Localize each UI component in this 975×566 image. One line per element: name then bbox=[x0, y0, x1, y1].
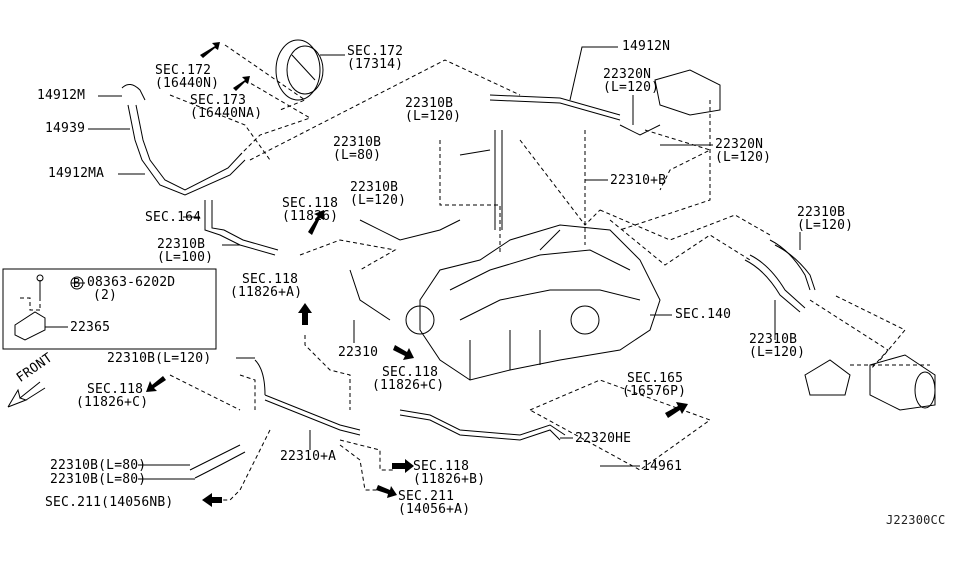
label-sec118-11826c-left[interactable]: SEC.118(11826+C) bbox=[76, 382, 149, 410]
control-valve bbox=[804, 354, 936, 411]
label-22320n-right[interactable]: 22320N(L=120) bbox=[715, 137, 772, 165]
arrow-sec165 bbox=[665, 402, 688, 418]
label-sec118-11826b[interactable]: SEC.118(11826+B) bbox=[413, 459, 486, 487]
sensor-22365 bbox=[14, 274, 46, 341]
label-22310b-100[interactable]: 22310B(L=100) bbox=[157, 237, 214, 265]
arrow-sec118-11826c-left bbox=[146, 376, 166, 392]
label-sec211-14056nb[interactable]: SEC.211(14056NB) bbox=[45, 495, 174, 510]
intake-manifold bbox=[405, 224, 661, 381]
label-sec118-11826a[interactable]: SEC.118(11826+A) bbox=[230, 272, 303, 300]
label-14912m[interactable]: 14912M bbox=[37, 88, 86, 103]
label-22320n-top[interactable]: 22320N(L=120) bbox=[603, 67, 660, 95]
arrow-sec172 bbox=[200, 42, 220, 58]
label-22310b-120-b[interactable]: 22310B(L=120) bbox=[350, 180, 407, 208]
arrow-sec118-11826 bbox=[308, 210, 324, 235]
label-14939[interactable]: 14939 bbox=[45, 121, 86, 136]
solenoid bbox=[654, 69, 721, 116]
diagram-code: J22300CC bbox=[886, 513, 946, 527]
front-arrow-icon bbox=[7, 381, 46, 408]
label-sec211-14056a[interactable]: SEC.211(14056+A) bbox=[398, 489, 471, 517]
leader-lines bbox=[45, 46, 801, 480]
label-22310b-80-2[interactable]: 22310B(L=80) bbox=[50, 472, 147, 487]
direction-arrows bbox=[146, 42, 688, 507]
label-sec173[interactable]: SEC.173(16440NA) bbox=[190, 93, 263, 121]
label-22310b-120-right-bottom[interactable]: 22310B(L=120) bbox=[749, 332, 806, 360]
inset-box bbox=[2, 268, 217, 350]
label-sec140[interactable]: SEC.140 bbox=[675, 307, 732, 322]
arrow-sec118-11826c-mid bbox=[393, 345, 414, 360]
label-22365[interactable]: 22365 bbox=[70, 320, 111, 335]
label-22310-b[interactable]: 22310+B bbox=[610, 173, 667, 188]
arrow-sec211-14056nb bbox=[202, 493, 222, 507]
label-14912ma[interactable]: 14912MA bbox=[48, 166, 105, 181]
bolt-b-marker: B bbox=[73, 276, 81, 290]
canister bbox=[275, 39, 324, 101]
label-14961[interactable]: 14961 bbox=[642, 459, 683, 474]
label-22320he[interactable]: 22320HE bbox=[575, 431, 632, 446]
label-14912n[interactable]: 14912N bbox=[622, 39, 671, 54]
label-22310b-80-a[interactable]: 22310B(L=80) bbox=[333, 135, 382, 163]
label-22310b-120-right-top[interactable]: 22310B(L=120) bbox=[797, 205, 854, 233]
label-sec118-11826[interactable]: SEC.118(11826) bbox=[282, 196, 339, 224]
label-22310-a[interactable]: 22310+A bbox=[280, 449, 337, 464]
arrow-sec211-14056a bbox=[376, 485, 397, 498]
arrow-sec118-11826a bbox=[298, 303, 312, 325]
label-22310[interactable]: 22310 bbox=[338, 345, 379, 360]
label-sec164[interactable]: SEC.164 bbox=[145, 210, 202, 225]
arrow-sec118-11826b bbox=[392, 459, 414, 473]
arrow-sec173 bbox=[233, 76, 250, 91]
label-sec165[interactable]: SEC.165(16576P) bbox=[622, 371, 687, 399]
label-08363-6202d[interactable]: 08363-6202D(2) bbox=[87, 275, 176, 303]
label-22310b-80-1[interactable]: 22310B(L=80) bbox=[50, 458, 147, 473]
label-22310b-120-a[interactable]: 22310B(L=120) bbox=[405, 96, 462, 124]
label-sec172-16440n[interactable]: SEC.172(16440N) bbox=[155, 63, 220, 91]
hoses bbox=[121, 84, 816, 479]
label-22310b-120-left[interactable]: 22310B(L=120) bbox=[107, 351, 212, 366]
label-sec118-11826c-mid[interactable]: SEC.118(11826+C) bbox=[372, 365, 445, 393]
label-sec172-17314[interactable]: SEC.172(17314) bbox=[347, 44, 404, 72]
